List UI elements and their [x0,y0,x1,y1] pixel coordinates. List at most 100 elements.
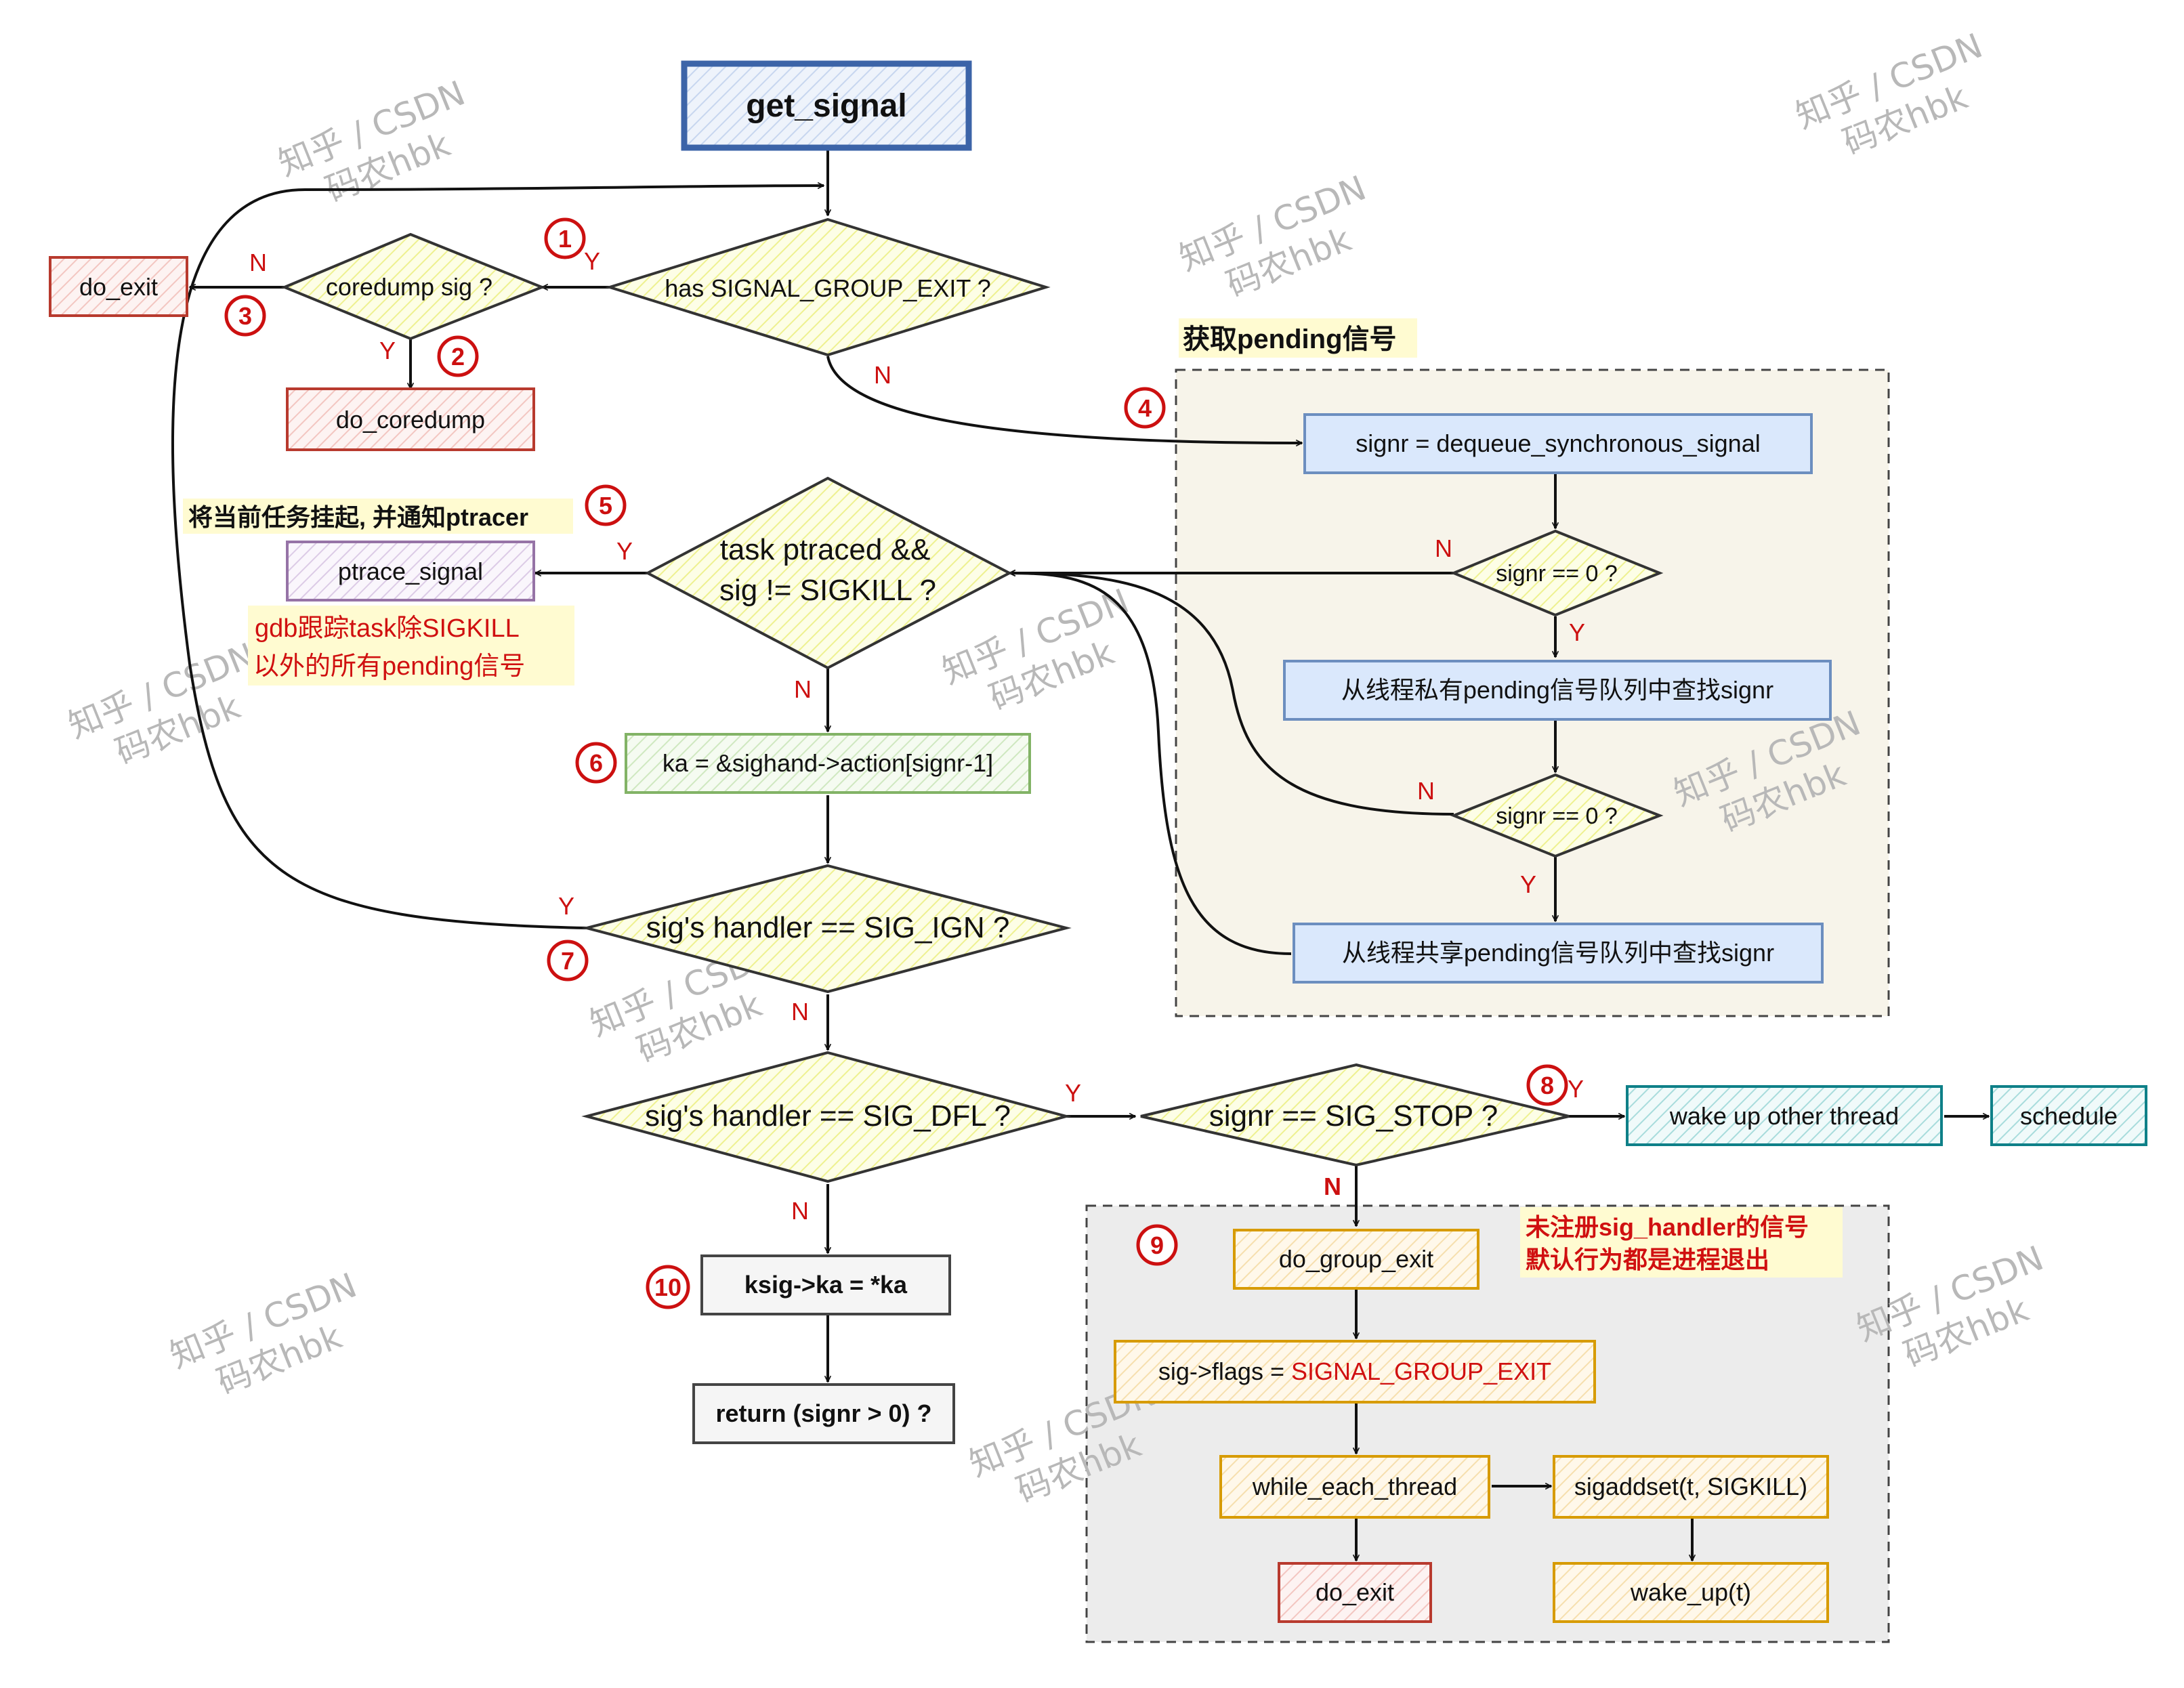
while-each-thread-node: while_each_thread [1219,1455,1490,1519]
do-exit-top-node: do_exit [49,256,188,317]
svg-text:2: 2 [451,343,465,371]
ptrace-signal-label: ptrace_signal [338,557,483,585]
search-shared-label: 从线程共享pending信号队列中查找signr [1342,939,1774,967]
handler-dfl-decision: sig's handler == SIG_DFL ? [581,1051,1072,1183]
do-exit-bottom-node: do_exit [1278,1562,1432,1623]
branch-label-yes: Y [379,337,396,364]
has-group-exit-decision: has SIGNAL_GROUP_EXIT ? [605,217,1051,357]
branch-label-no: N [1435,534,1452,562]
wake-other-thread-label: wake up other thread [1669,1102,1899,1130]
do-coredump-node: do_coredump [286,387,535,451]
sigaddset-node: sigaddset(t, SIGKILL) [1553,1455,1829,1519]
branch-label-no: N [249,249,267,276]
step-marker-10: 10 [646,1265,690,1309]
while-each-thread-label: while_each_thread [1252,1473,1457,1500]
branch-label-yes: Y [1569,618,1585,646]
handler-ign-decision: sig's handler == SIG_IGN ? [581,864,1072,994]
coredump-sig-label: coredump sig ? [326,273,492,301]
default-note-line1: 未注册sig_handler的信号 [1526,1213,1809,1241]
get-signal-label: get_signal [746,88,906,124]
has-group-exit-label: has SIGNAL_GROUP_EXIT ? [665,274,991,302]
dequeue-sync-label: signr = dequeue_synchronous_signal [1356,429,1760,457]
ptracer-note-annotation: 将当前任务挂起, 并通知ptracer [183,499,573,534]
get-signal-node: get_signal [681,60,972,151]
signr-stop-label: signr == SIG_STOP ? [1209,1099,1498,1133]
branch-label-no: N [874,361,891,389]
handler-dfl-label: sig's handler == SIG_DFL ? [645,1099,1011,1133]
do-exit-bottom-label: do_exit [1316,1578,1394,1606]
do-group-exit-label: do_group_exit [1279,1245,1433,1273]
signr-zero-1-label: signr == 0 ? [1496,561,1618,587]
watermark: 知乎 / CSDN 码农hbk [165,1265,362,1402]
signr-stop-decision: signr == SIG_STOP ? [1140,1063,1570,1167]
default-action-note-annotation: 未注册sig_handler的信号 默认行为都是进程退出 [1520,1207,1843,1278]
signr-zero-2-decision: signr == 0 ? [1450,773,1664,858]
sig-flags-prefix: sig->flags = [1158,1357,1291,1385]
gdb-note-annotation: gdb跟踪task除SIGKILL 以外的所有pending信号 [248,606,574,685]
step-marker-3: 3 [224,295,266,337]
return-signr-label: return (signr > 0) ? [715,1399,931,1427]
ka-assign-node: ka = &sighand->action[signr-1] [625,733,1031,794]
pending-title-annotation: 获取pending信号 [1179,318,1417,358]
branch-label-no: N [791,1197,809,1225]
step-marker-9: 9 [1136,1224,1178,1266]
svg-text:8: 8 [1540,1072,1554,1099]
step-marker-7: 7 [547,940,589,982]
schedule-node: schedule [1990,1085,2147,1146]
step-marker-6: 6 [575,742,617,784]
branch-label-yes: Y [558,892,574,920]
task-ptraced-decision: task ptraced && sig != SIGKILL ? [644,476,1013,670]
search-private-node: 从线程私有pending信号队列中查找signr [1283,660,1832,721]
step-marker-4: 4 [1124,387,1166,429]
sigaddset-label: sigaddset(t, SIGKILL) [1574,1473,1807,1500]
ptracer-note: 将当前任务挂起, 并通知ptracer [188,503,528,531]
dequeue-sync-node: signr = dequeue_synchronous_signal [1303,413,1813,474]
svg-text:1: 1 [558,225,572,253]
branch-label-yes: Y [584,247,600,275]
branch-label-no: N [791,998,809,1026]
watermark: 知乎 / CSDN 码农hbk [273,73,471,210]
do-exit-top-label: do_exit [79,273,158,301]
branch-label-yes: Y [1520,870,1536,898]
branch-label-yes: Y [616,537,633,565]
step-marker-8: 8 [1526,1064,1568,1106]
ksig-ka-node: ksig->ka = *ka [700,1254,951,1315]
ksig-ka-label: ksig->ka = *ka [744,1271,908,1299]
ka-assign-label: ka = &sighand->action[signr-1] [663,749,993,777]
svg-text:3: 3 [238,302,252,330]
ptrace-signal-node: ptrace_signal [286,541,535,602]
svg-text:5: 5 [599,492,612,520]
default-note-line2: 默认行为都是进程退出 [1526,1246,1769,1273]
step-marker-2: 2 [437,335,479,377]
task-ptraced-label-2: sig != SIGKILL ? [719,574,936,607]
wake-other-thread-node: wake up other thread [1626,1085,1943,1146]
return-signr-node: return (signr > 0) ? [692,1383,955,1444]
svg-text:10: 10 [654,1273,681,1301]
watermark: 知乎 / CSDN 码农hbk [1790,26,1988,163]
do-group-exit-node: do_group_exit [1233,1229,1479,1290]
svg-text:9: 9 [1150,1231,1164,1259]
gdb-note-line1: gdb跟踪task除SIGKILL [255,614,520,643]
watermark: 知乎 / CSDN 码农hbk [1174,168,1372,305]
branch-labels: Y N Y N N Y N Y Y N Y N Y Y N N [249,247,1585,1225]
task-ptraced-label-1: task ptraced && [720,533,931,566]
sig-flags-node: sig->flags = SIGNAL_GROUP_EXIT [1114,1340,1596,1404]
watermark: 知乎 / CSDN 码农hbk [63,635,261,772]
do-coredump-label: do_coredump [336,406,485,434]
gdb-note-line2: 以外的所有pending信号 [253,652,525,681]
branch-label-no: N [794,675,812,703]
connectors [171,148,1989,1561]
search-shared-node: 从线程共享pending信号队列中查找signr [1293,923,1824,984]
coredump-sig-decision: coredump sig ? [280,232,546,341]
signr-zero-1-decision: signr == 0 ? [1450,529,1664,617]
schedule-label: schedule [2020,1102,2118,1130]
branch-label-yes: Y [1065,1079,1081,1107]
svg-text:7: 7 [561,947,574,975]
sig-flags-label: sig->flags = SIGNAL_GROUP_EXIT [1158,1357,1551,1385]
step-marker-1: 1 [544,217,586,259]
branch-label-no: N [1324,1173,1341,1200]
signr-zero-2-label: signr == 0 ? [1496,803,1618,829]
step-marker-5: 5 [585,484,627,526]
pending-title: 获取pending信号 [1183,324,1397,354]
